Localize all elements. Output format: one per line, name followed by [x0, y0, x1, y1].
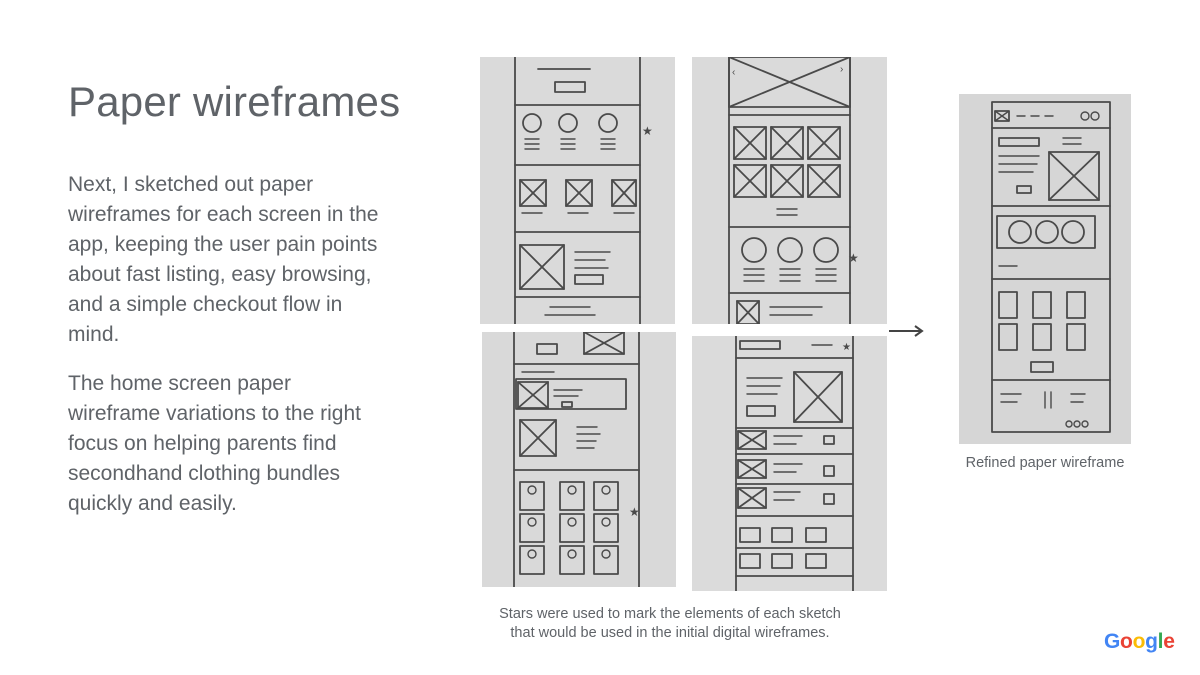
stars-caption-line-1: Stars were used to mark the elements of … — [499, 606, 841, 622]
svg-text:‹: ‹ — [732, 67, 735, 78]
logo-letter: G — [1104, 630, 1121, 653]
logo-letter: o — [1120, 630, 1133, 653]
arrow-right-icon — [889, 325, 924, 337]
paper-sketch-3-drawing: ★ — [482, 332, 676, 587]
home-screen-paragraph: The home screen paper wireframe variatio… — [68, 372, 361, 515]
svg-text:★: ★ — [642, 124, 653, 138]
refined-paper-wireframe — [959, 94, 1131, 444]
paper-sketch-3: ★ — [482, 332, 676, 587]
svg-text:★: ★ — [842, 342, 851, 353]
paper-sketch-2: ‹ › ★ — [692, 57, 887, 324]
google-logo: Google — [1104, 630, 1175, 654]
refined-paper-wireframe-drawing — [959, 94, 1131, 444]
svg-text:★: ★ — [848, 251, 859, 265]
paper-sketch-4: ★ — [692, 336, 887, 591]
refined-wireframe-caption: Refined paper wireframe — [965, 455, 1125, 471]
stars-caption-line-2: that would be used in the initial digita… — [510, 625, 830, 641]
paper-sketch-1: ★ — [480, 57, 675, 324]
intro-paragraph: Next, I sketched out paper wireframes fo… — [68, 173, 379, 346]
logo-letter: o — [1132, 630, 1146, 653]
svg-text:›: › — [840, 64, 843, 75]
paper-sketch-1-drawing: ★ — [480, 57, 675, 324]
paper-sketch-2-drawing: ‹ › ★ — [692, 57, 887, 324]
slide-title: Paper wireframes — [68, 78, 401, 125]
logo-letter: l — [1157, 630, 1164, 653]
stars-caption: Stars were used to mark the elements of … — [470, 605, 870, 643]
paper-sketch-4-drawing: ★ — [692, 336, 887, 591]
logo-letter: g — [1145, 630, 1158, 653]
logo-letter: e — [1163, 630, 1175, 653]
svg-text:★: ★ — [629, 505, 640, 519]
